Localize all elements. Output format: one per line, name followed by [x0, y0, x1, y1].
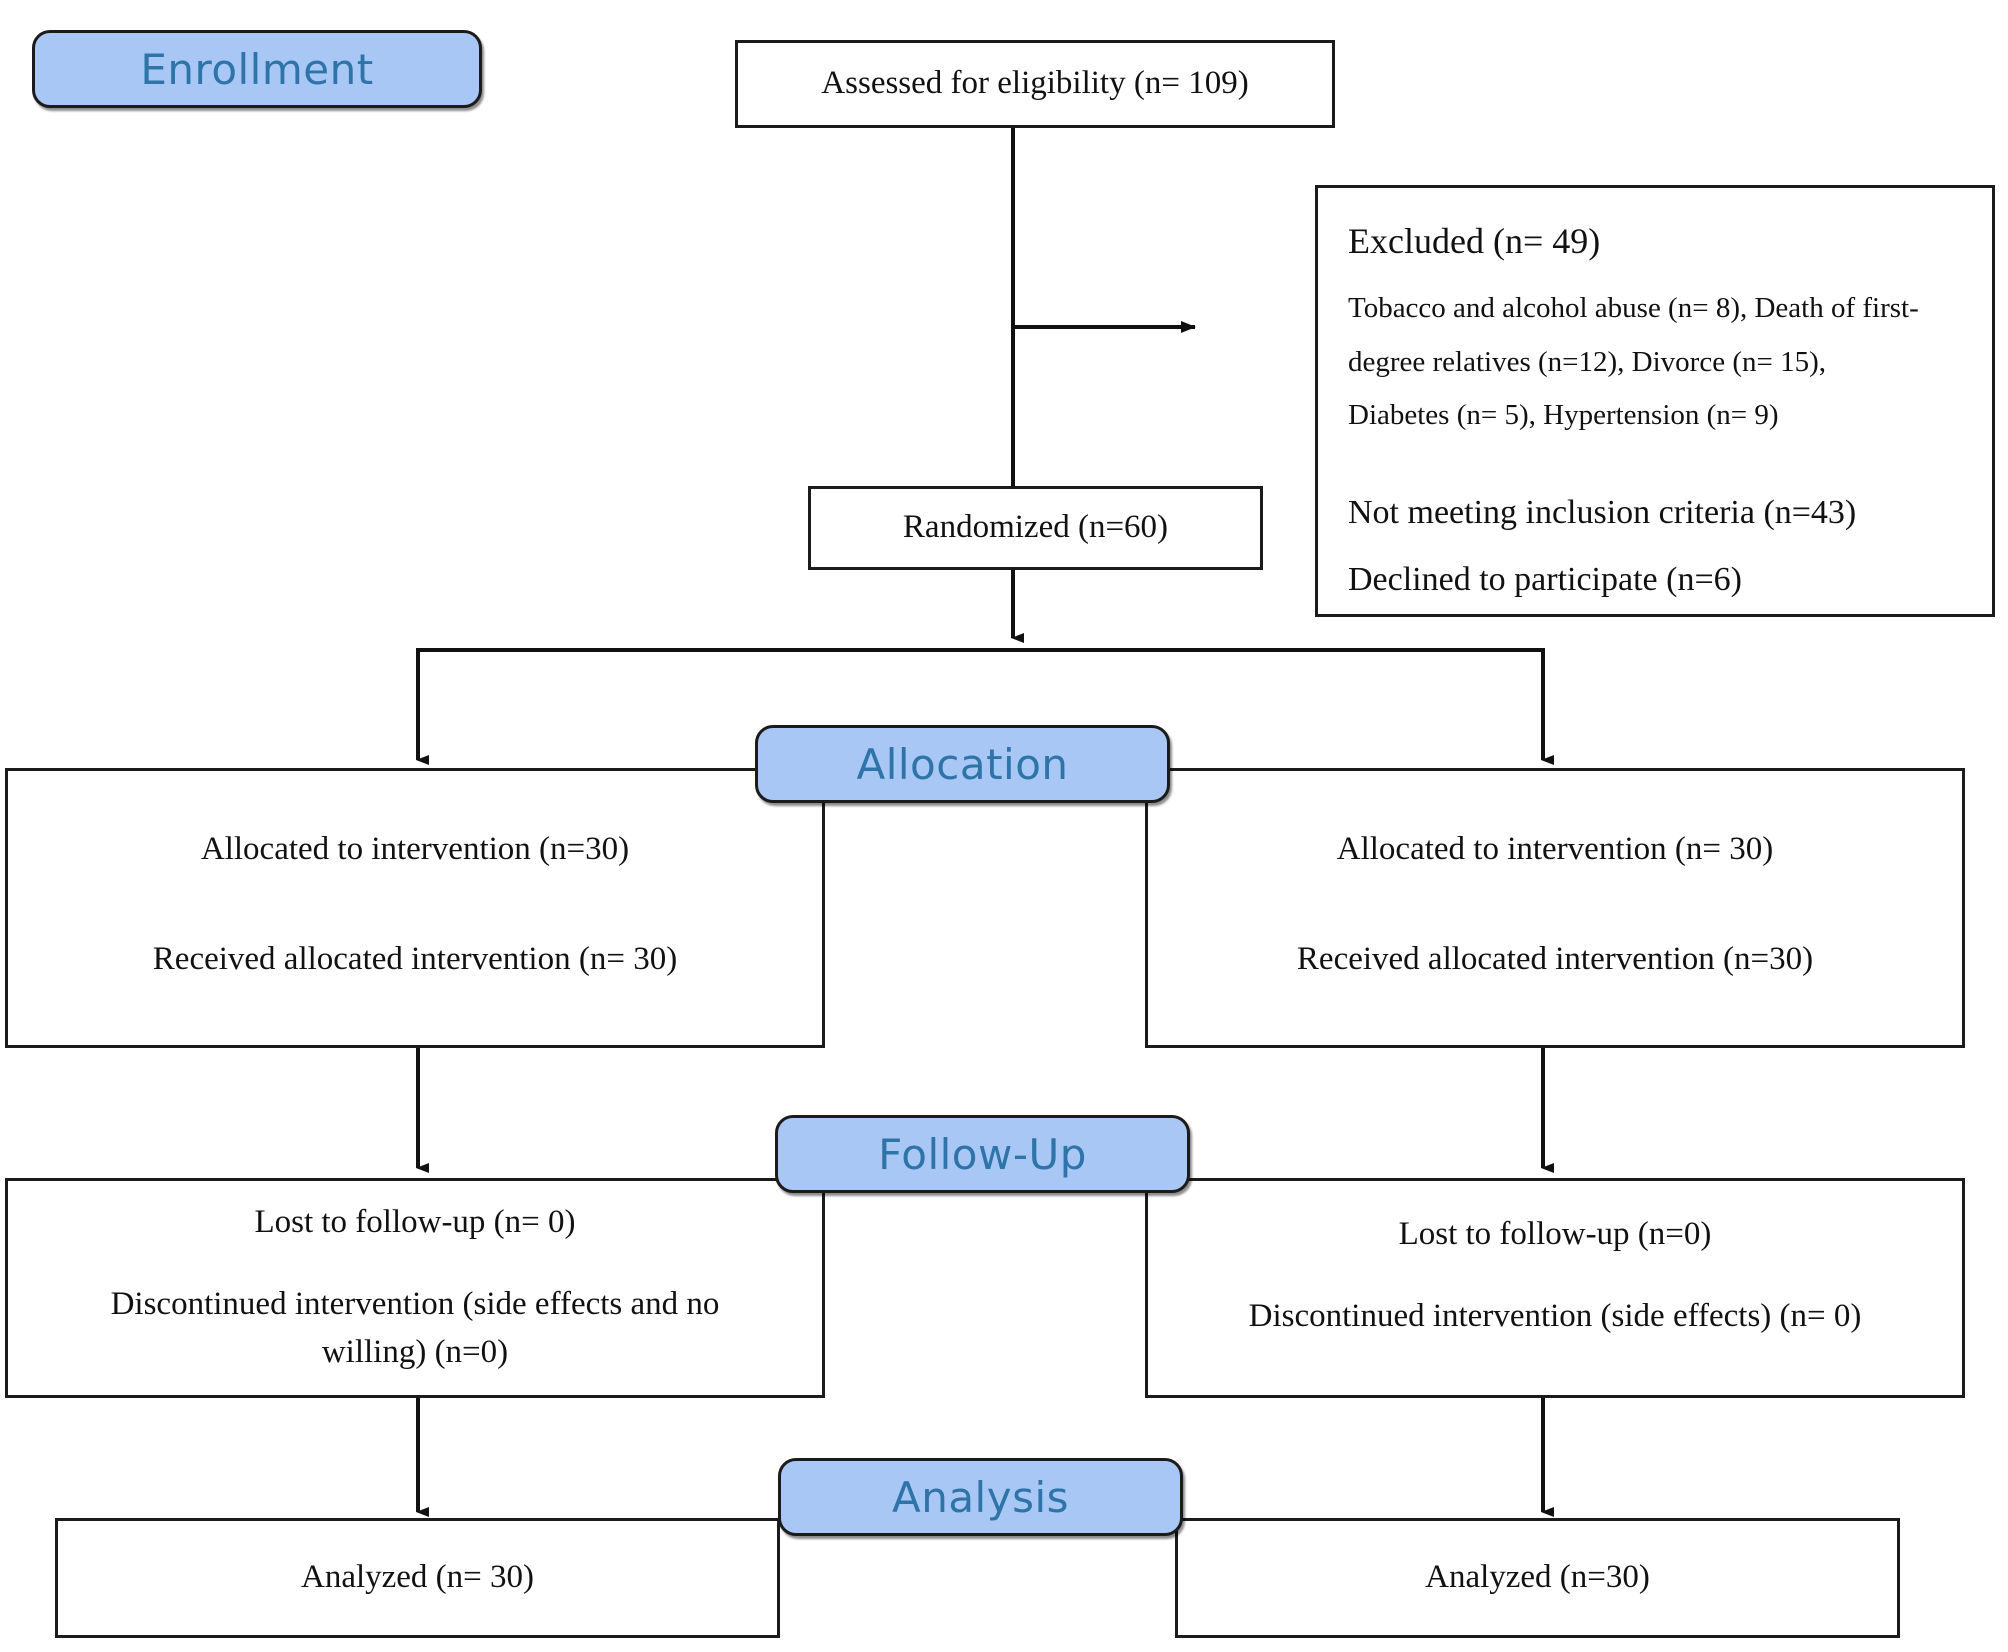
allocation-left-received: Received allocated intervention (n= 30) [152, 941, 678, 977]
excluded-heading: Excluded (n= 49) [1348, 221, 1601, 261]
excluded-reason-line-2: degree relatives (n=12), Divorce (n= 15)… [1348, 345, 1826, 378]
excluded-reason-line-1: Tobacco and alcohol abuse (n= 8), Death … [1348, 292, 1919, 324]
node-analyzed-right: Analyzed (n=30) [1175, 1518, 1900, 1638]
spacer [1148, 874, 1962, 936]
spacer [8, 874, 822, 936]
node-excluded: Excluded (n= 49) Tobacco and alcohol abu… [1315, 185, 1995, 617]
node-allocation-left: Allocated to intervention (n=30) Receive… [5, 768, 825, 1048]
followup-left-lost: Lost to follow-up (n= 0) [254, 1204, 576, 1241]
followup-left-discontinued-line-1: Discontinued intervention (side effects … [110, 1286, 720, 1323]
stage-label-followup-text: Follow-Up [878, 1129, 1087, 1179]
followup-left-discontinued-line-2: willing) (n=0) [321, 1333, 509, 1370]
analyzed-left-text: Analyzed (n= 30) [300, 1559, 535, 1596]
allocation-right-received: Received allocated intervention (n=30) [1296, 941, 1814, 977]
allocation-right-allocated: Allocated to intervention (n= 30) [1336, 831, 1774, 868]
node-analyzed-left: Analyzed (n= 30) [55, 1518, 780, 1638]
excluded-reason-line-3: Diabetes (n= 5), Hypertension (n= 9) [1348, 399, 1779, 432]
spacer [1148, 1259, 1962, 1293]
stage-label-followup: Follow-Up [775, 1115, 1190, 1193]
randomized-text: Randomized (n=60) [902, 509, 1169, 546]
excluded-declined: Declined to participate (n=6) [1348, 561, 1742, 599]
followup-right-lost: Lost to follow-up (n=0) [1398, 1216, 1712, 1253]
stage-label-allocation-text: Allocation [856, 739, 1069, 789]
stage-label-analysis: Analysis [778, 1458, 1183, 1536]
spacer [8, 1247, 822, 1281]
followup-right-discontinued-line-1: Discontinued intervention (side effects)… [1248, 1298, 1862, 1334]
excluded-not-meeting-criteria: Not meeting inclusion criteria (n=43) [1348, 493, 1857, 531]
node-followup-right: Lost to follow-up (n=0) Discontinued int… [1145, 1178, 1965, 1398]
node-allocation-right: Allocated to intervention (n= 30) Receiv… [1145, 768, 1965, 1048]
stage-label-enrollment: Enrollment [32, 30, 482, 108]
assessed-text: Assessed for eligibility (n= 109) [821, 65, 1249, 102]
stage-label-enrollment-text: Enrollment [140, 44, 374, 94]
stage-label-analysis-text: Analysis [891, 1472, 1070, 1522]
node-assessed-for-eligibility: Assessed for eligibility (n= 109) [735, 40, 1335, 128]
allocation-left-allocated: Allocated to intervention (n=30) [200, 831, 630, 868]
analyzed-right-text: Analyzed (n=30) [1425, 1559, 1650, 1596]
stage-label-allocation: Allocation [755, 725, 1170, 803]
node-followup-left: Lost to follow-up (n= 0) Discontinued in… [5, 1178, 825, 1398]
node-randomized: Randomized (n=60) [808, 486, 1263, 570]
